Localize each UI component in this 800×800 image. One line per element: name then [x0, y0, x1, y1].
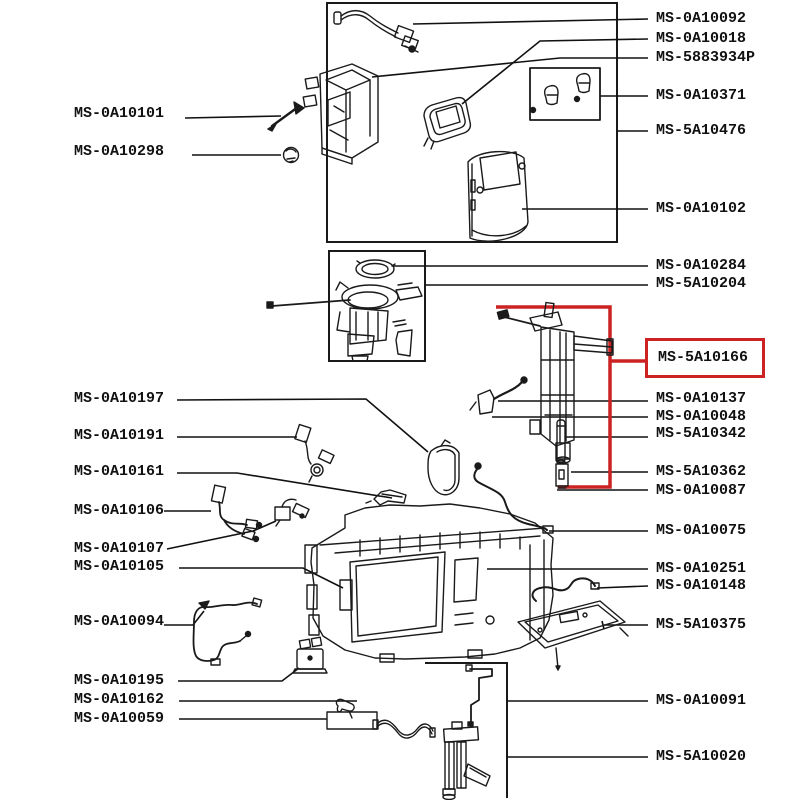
- side-cover-drawing[interactable]: [427, 439, 460, 496]
- bracket-tube-drawing[interactable]: [326, 711, 436, 739]
- side-panel-drawing[interactable]: [467, 150, 529, 242]
- hose-assembly-drawing[interactable]: [333, 10, 419, 53]
- micro-switch-drawing[interactable]: [274, 498, 310, 527]
- part-label-right-17[interactable]: MS-5A10375: [656, 616, 747, 633]
- part-label-right-8[interactable]: MS-5A10166: [658, 349, 749, 366]
- pump-assembly-drawing[interactable]: [266, 281, 423, 362]
- part-label-right-2[interactable]: MS-5883934P: [656, 49, 756, 66]
- part-label-right-7[interactable]: MS-5A10204: [656, 275, 747, 292]
- part-label-left-1[interactable]: MS-0A10298: [74, 143, 165, 160]
- part-label-left-10[interactable]: MS-0A10162: [74, 691, 165, 708]
- part-label-right-11[interactable]: MS-5A10342: [656, 425, 747, 442]
- part-label-right-12[interactable]: MS-5A10362: [656, 463, 747, 480]
- part-label-left-5[interactable]: MS-0A10106: [74, 502, 165, 519]
- screw-drawing[interactable]: [267, 101, 305, 132]
- curved-hose-drawing[interactable]: [473, 462, 554, 534]
- part-label-right-1[interactable]: MS-0A10018: [656, 30, 747, 47]
- dispenser-drawing[interactable]: [442, 721, 491, 800]
- drip-tray-drawing[interactable]: [517, 600, 629, 671]
- valve-piece-drawing[interactable]: [555, 463, 569, 489]
- part-label-left-7[interactable]: MS-0A10105: [74, 558, 165, 575]
- part-label-left-3[interactable]: MS-0A10191: [74, 427, 165, 444]
- wire-harness-drawing[interactable]: [210, 484, 263, 543]
- hook-wire-drawing[interactable]: [465, 664, 493, 727]
- grommet-drawing[interactable]: [282, 146, 300, 164]
- bottom-assembly-box: [425, 662, 508, 798]
- part-label-right-18[interactable]: MS-0A10091: [656, 692, 747, 709]
- part-label-right-3[interactable]: MS-0A10371: [656, 87, 747, 104]
- pump-assembly-box: [328, 250, 426, 362]
- latch-plate-drawing[interactable]: [365, 489, 407, 506]
- routed-wire-drawing[interactable]: [192, 597, 263, 666]
- part-label-right-9[interactable]: MS-0A10137: [656, 390, 747, 407]
- sensor-bracket-drawing[interactable]: [469, 376, 528, 415]
- tube-drawing[interactable]: [556, 419, 566, 465]
- main-chassis-drawing[interactable]: [304, 503, 554, 663]
- probe-sensor-drawing[interactable]: [294, 423, 335, 483]
- seal-ring-drawing[interactable]: [355, 259, 396, 279]
- part-label-right-10[interactable]: MS-0A10048: [656, 408, 747, 425]
- part-label-right-6[interactable]: MS-0A10284: [656, 257, 747, 274]
- retaining-clip-drawing[interactable]: [335, 698, 355, 719]
- s-wire-drawing[interactable]: [531, 577, 600, 602]
- group-boxes: [326, 2, 618, 798]
- part-label-right-15[interactable]: MS-0A10251: [656, 560, 747, 577]
- part-label-left-0[interactable]: MS-0A10101: [74, 105, 165, 122]
- part-label-right-13[interactable]: MS-0A10087: [656, 482, 747, 499]
- part-label-right-19[interactable]: MS-5A10020: [656, 748, 747, 765]
- brew-unit-drawing[interactable]: [496, 301, 614, 464]
- part-label-right-14[interactable]: MS-0A10075: [656, 522, 747, 539]
- part-label-right-4[interactable]: MS-5A10476: [656, 122, 747, 139]
- top-assembly-box: [326, 2, 618, 243]
- control-module-drawing[interactable]: [423, 96, 472, 150]
- part-label-left-11[interactable]: MS-0A10059: [74, 710, 165, 727]
- part-label-left-8[interactable]: MS-0A10094: [74, 613, 165, 630]
- part-label-left-2[interactable]: MS-0A10197: [74, 390, 165, 407]
- part-label-left-6[interactable]: MS-0A10107: [74, 540, 165, 557]
- part-label-left-9[interactable]: MS-0A10195: [74, 672, 165, 689]
- bracket-housing-drawing[interactable]: [302, 63, 379, 165]
- part-label-right-0[interactable]: MS-0A10092: [656, 10, 747, 27]
- clips-kit-drawing[interactable]: [529, 67, 601, 121]
- valve-motor-drawing[interactable]: [292, 636, 328, 674]
- part-label-right-16[interactable]: MS-0A10148: [656, 577, 747, 594]
- leader-lines: [164, 18, 649, 758]
- part-label-right-5[interactable]: MS-0A10102: [656, 200, 747, 217]
- selected-part-highlight-box[interactable]: MS-5A10166: [645, 338, 765, 378]
- part-label-left-4[interactable]: MS-0A10161: [74, 463, 165, 480]
